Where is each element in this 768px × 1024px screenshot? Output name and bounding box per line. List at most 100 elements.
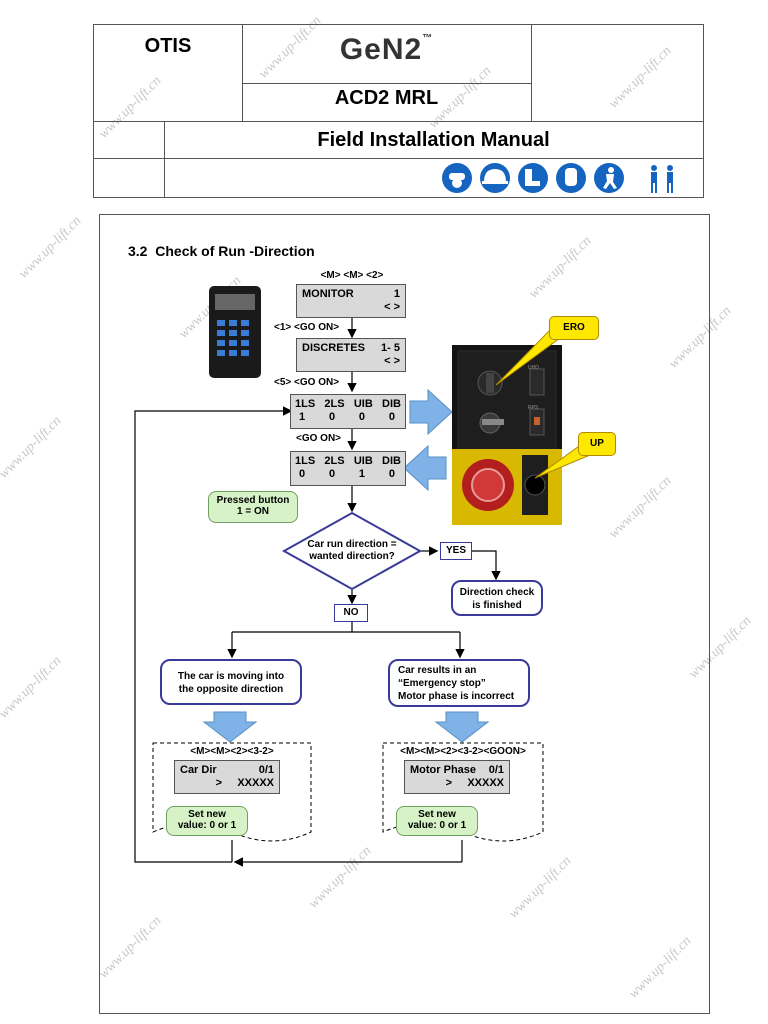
product-logo: GeN2™ — [242, 33, 531, 67]
service-tool-image — [209, 286, 261, 378]
case-opposite-direction: The car is moving into the opposite dire… — [160, 659, 302, 705]
emergency-stop-button-icon — [462, 459, 514, 511]
ero-callout: ERO — [549, 316, 599, 340]
company-name: OTIS — [144, 35, 192, 57]
yes-box: YES — [440, 542, 472, 560]
note-text: Set new — [188, 809, 226, 820]
lcd-discretes-status-b: 1LS 2LS UIB DIB 0 0 1 0 — [290, 451, 406, 486]
bubble-text: The car is moving into — [177, 671, 285, 682]
header-table: OTIS GeN2™ ACD2 MRL Field Installation M… — [93, 24, 704, 198]
note-text: Set new — [418, 809, 456, 820]
set-new-value-note: Set new value: 0 or 1 — [396, 806, 478, 836]
up-button-icon — [522, 455, 548, 515]
lcd-text: 1LS — [295, 455, 316, 467]
key-sequence-label: <5> <GO ON> — [274, 377, 340, 388]
lcd-text: 0 — [299, 468, 306, 480]
bubble-text: “Emergency stop” — [398, 678, 486, 689]
bubble-text: the opposite direction — [178, 684, 284, 695]
divider — [164, 158, 703, 159]
ero-switch-icon — [477, 370, 503, 396]
lcd-text: 0/1 — [258, 764, 274, 776]
lcd-text: Car Dir — [180, 764, 217, 776]
lcd-text: 1- 5 — [381, 342, 400, 354]
note-text: 1 = ON — [237, 506, 269, 517]
case-emergency-stop: Car results in an “Emergency stop” Motor… — [388, 659, 530, 707]
lcd-text: UIB — [353, 398, 373, 410]
lcd-text: DIB — [382, 455, 401, 467]
decision-line: Car run direction = — [307, 539, 397, 550]
lcd-text: 1 — [393, 288, 400, 300]
model-name: ACD2 MRL — [334, 87, 439, 109]
decision-line: wanted direction? — [309, 551, 395, 562]
trademark-mark: ™ — [422, 33, 434, 44]
lcd-car-dir: Car Dir 0/1 > XXXXX — [174, 760, 280, 794]
lcd-text: 0/1 — [488, 764, 504, 776]
lcd-text: 0 — [388, 411, 395, 423]
lcd-monitor: MONITOR 1 < > — [296, 284, 406, 318]
key-sequence-label: <GO ON> — [296, 433, 342, 444]
divider — [242, 83, 531, 84]
note-text: value: 0 or 1 — [407, 820, 467, 831]
lcd-text: DISCRETES — [302, 342, 365, 354]
gloves-icon — [556, 163, 586, 193]
keypad-icon — [217, 320, 249, 356]
safety-icons — [440, 161, 702, 195]
two-persons-icon — [651, 165, 673, 193]
lcd-text: > XXXXX — [215, 777, 274, 789]
lcd-text: DIB — [382, 398, 401, 410]
decision-text: Car run direction = wanted direction? — [294, 539, 410, 563]
service-tool-screen — [215, 294, 255, 310]
product-logo-text: GeN2 — [339, 33, 423, 66]
lcd-text: Motor Phase — [410, 764, 477, 776]
lcd-text: MONITOR — [302, 288, 354, 300]
lcd-text: 0 — [328, 411, 336, 423]
switch-label: UHD — [528, 365, 539, 371]
lcd-text: 0 — [358, 411, 366, 423]
divider — [94, 158, 164, 159]
lcd-text: 0 — [328, 468, 336, 480]
lcd-text: 0 — [388, 468, 395, 480]
key-sequence-label: <1> <GO ON> — [274, 322, 340, 333]
divider — [242, 25, 243, 121]
divider — [531, 25, 532, 121]
lcd-text: 1 — [299, 411, 306, 423]
divider — [94, 121, 703, 122]
bubble-text: is finished — [472, 600, 522, 611]
lcd-text: < > — [384, 355, 400, 367]
divider — [164, 121, 165, 197]
no-box: NO — [334, 604, 368, 622]
lcd-motor-phase: Motor Phase 0/1 > XXXXX — [404, 760, 510, 794]
inspection-panel-photo: UHD RPS — [452, 345, 562, 525]
bubble-text: Car results in an — [398, 665, 477, 676]
safety-icons-svg — [442, 163, 673, 193]
bubble-text: Direction check — [459, 587, 535, 598]
note-text: value: 0 or 1 — [177, 820, 237, 831]
harness-icon — [594, 163, 624, 193]
lcd-discretes-status-a: 1LS 2LS UIB DIB 1 0 0 0 — [290, 394, 406, 429]
goggles-icon — [442, 163, 472, 193]
direction-check-finished: Direction check is finished — [451, 580, 543, 616]
lcd-text: < > — [384, 301, 400, 313]
key-sequence-label: <M> <M> <2> — [320, 270, 384, 281]
lcd-text: > XXXXX — [445, 777, 504, 789]
bubble-text: Motor phase is incorrect — [398, 691, 515, 702]
key-switch-icon — [479, 412, 504, 434]
pressed-button-note: Pressed button 1 = ON — [208, 491, 298, 523]
key-sequence-label: <M><M><2><3-2><GOON> — [400, 746, 526, 757]
lcd-text: UIB — [353, 455, 373, 467]
content-frame — [99, 214, 710, 1014]
lcd-text: 1 — [358, 468, 366, 480]
up-callout: UP — [578, 432, 616, 456]
switch-label: RPS — [528, 405, 539, 411]
lcd-text: 1LS — [295, 398, 316, 410]
safety-boots-icon — [518, 163, 548, 193]
lcd-text: 2LS — [324, 398, 345, 410]
key-sequence-label: <M><M><2><3-2> — [190, 746, 274, 757]
note-text: Pressed button — [216, 495, 290, 506]
manual-title: Field Installation Manual — [317, 129, 550, 151]
panel-photo-svg — [452, 345, 562, 525]
lcd-discretes: DISCRETES 1- 5 < > — [296, 338, 406, 372]
lcd-text: 2LS — [324, 455, 345, 467]
section-title: 3.2 Check of Run -Direction — [128, 243, 315, 259]
